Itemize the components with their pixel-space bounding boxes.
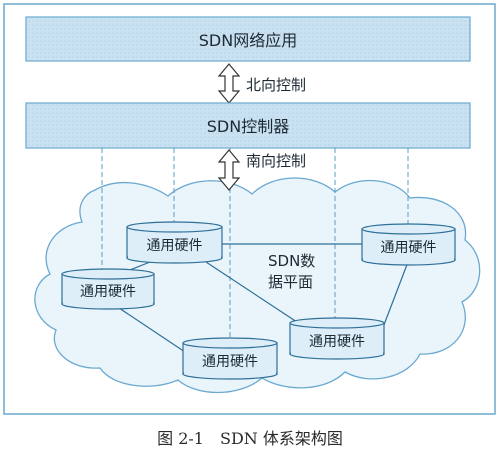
hardware-node: 通用硬件 — [126, 221, 223, 264]
hardware-node: 通用硬件 — [361, 223, 456, 266]
hardware-node: 通用硬件 — [289, 317, 385, 360]
link — [109, 301, 189, 355]
data-plane-label-line2: 据平面 — [268, 273, 313, 291]
hardware-node: 通用硬件 — [182, 337, 278, 380]
link — [381, 261, 409, 331]
southbound-arrow — [217, 149, 241, 191]
application-layer-label: SDN网络应用 — [199, 31, 297, 50]
hardware-label: 通用硬件 — [202, 354, 258, 370]
hardware-label: 通用硬件 — [309, 334, 365, 350]
link — [205, 261, 307, 329]
data-plane-label-bg — [262, 249, 320, 293]
controller-layer-box — [25, 102, 471, 149]
hardware-links — [109, 243, 409, 355]
hardware-label: 通用硬件 — [381, 240, 437, 256]
hardware-node: 通用硬件 — [61, 268, 155, 310]
hardware-label: 通用硬件 — [147, 238, 203, 254]
hardware-label: 通用硬件 — [80, 284, 136, 300]
data-plane-label-line1: SDN数 — [268, 252, 315, 270]
controller-layer-label: SDN控制器 — [207, 117, 289, 136]
northbound-label: 北向控制 — [246, 76, 306, 94]
figure-caption: 图 2-1 SDN 体系架构图 — [157, 429, 343, 448]
application-layer-box — [25, 16, 471, 62]
southbound-label: 南向控制 — [246, 152, 306, 170]
